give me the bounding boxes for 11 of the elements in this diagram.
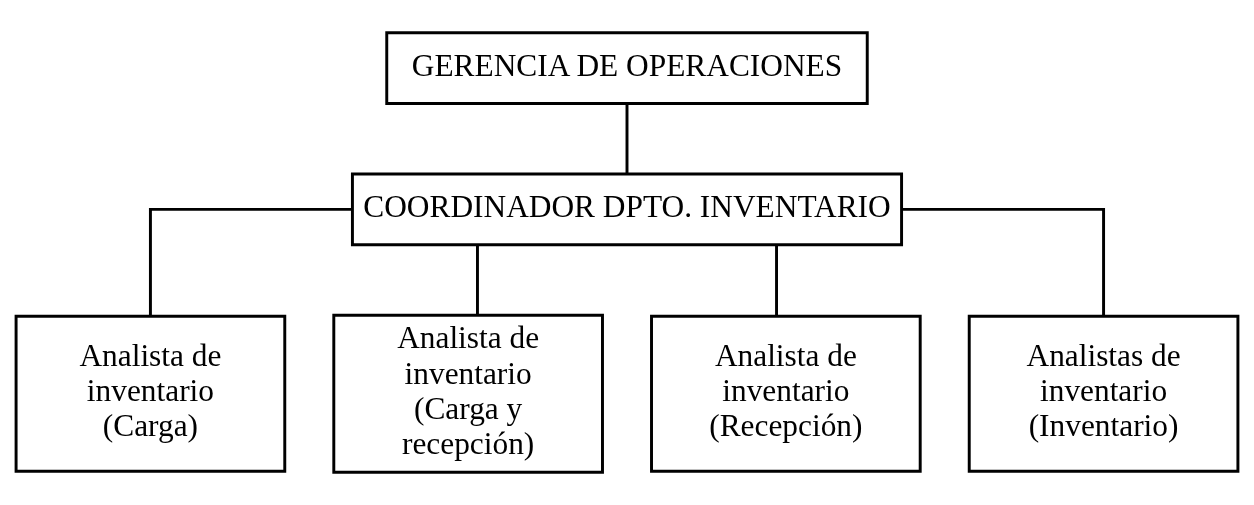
connector	[625, 103, 629, 174]
connector	[476, 244, 479, 315]
node-box: Analista de inventario (Carga y recepción)	[332, 313, 604, 474]
node-box: Analista de inventario (Recepción)	[650, 314, 922, 473]
node-box: COORDINADOR DPTO. INVENTARIO	[350, 172, 904, 247]
connector	[148, 207, 352, 317]
node-box: GERENCIA DE OPERACIONES	[385, 31, 869, 105]
connector	[775, 244, 778, 316]
connector	[902, 207, 1106, 317]
node-box: Analistas de inventario (Inventario)	[967, 314, 1240, 473]
node-box: Analista de inventario (Carga)	[14, 314, 287, 473]
